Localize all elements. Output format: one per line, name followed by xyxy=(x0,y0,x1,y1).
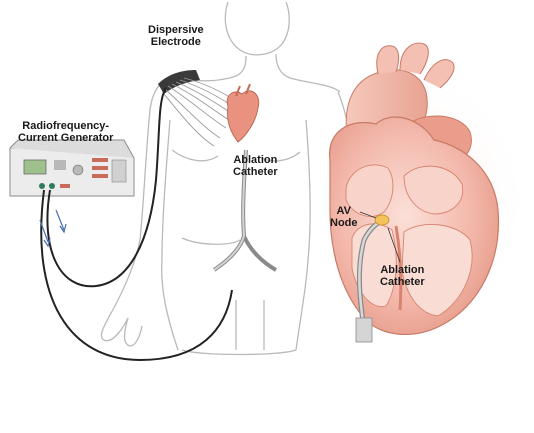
label-line: Dispersive xyxy=(148,24,204,36)
label-line: Catheter xyxy=(233,166,278,178)
label-line: Ablation xyxy=(380,264,425,276)
label-ablation-catheter-body: Ablation Catheter xyxy=(233,154,278,178)
current-arrows xyxy=(39,209,67,248)
label-ablation-catheter-heart: Ablation Catheter xyxy=(380,264,425,288)
label-line: Ablation xyxy=(233,154,278,166)
dispersive-electrode xyxy=(158,70,241,147)
label-dispersive-electrode: Dispersive Electrode xyxy=(148,24,204,48)
label-line: Node xyxy=(330,217,358,229)
label-line: Electrode xyxy=(150,36,201,48)
small-heart xyxy=(226,83,260,143)
label-line: AV xyxy=(336,205,351,217)
heart-cross-section xyxy=(310,42,530,343)
label-rf-generator: Radiofrequency- Current Generator xyxy=(18,120,113,144)
label-line: Catheter xyxy=(380,276,425,288)
label-av-node: AV Node xyxy=(330,205,358,229)
label-line: Radiofrequency- xyxy=(22,120,110,132)
cables xyxy=(40,87,233,362)
label-line: Current Generator xyxy=(18,132,114,144)
catheter-path xyxy=(212,149,278,272)
rf-generator xyxy=(9,139,135,197)
